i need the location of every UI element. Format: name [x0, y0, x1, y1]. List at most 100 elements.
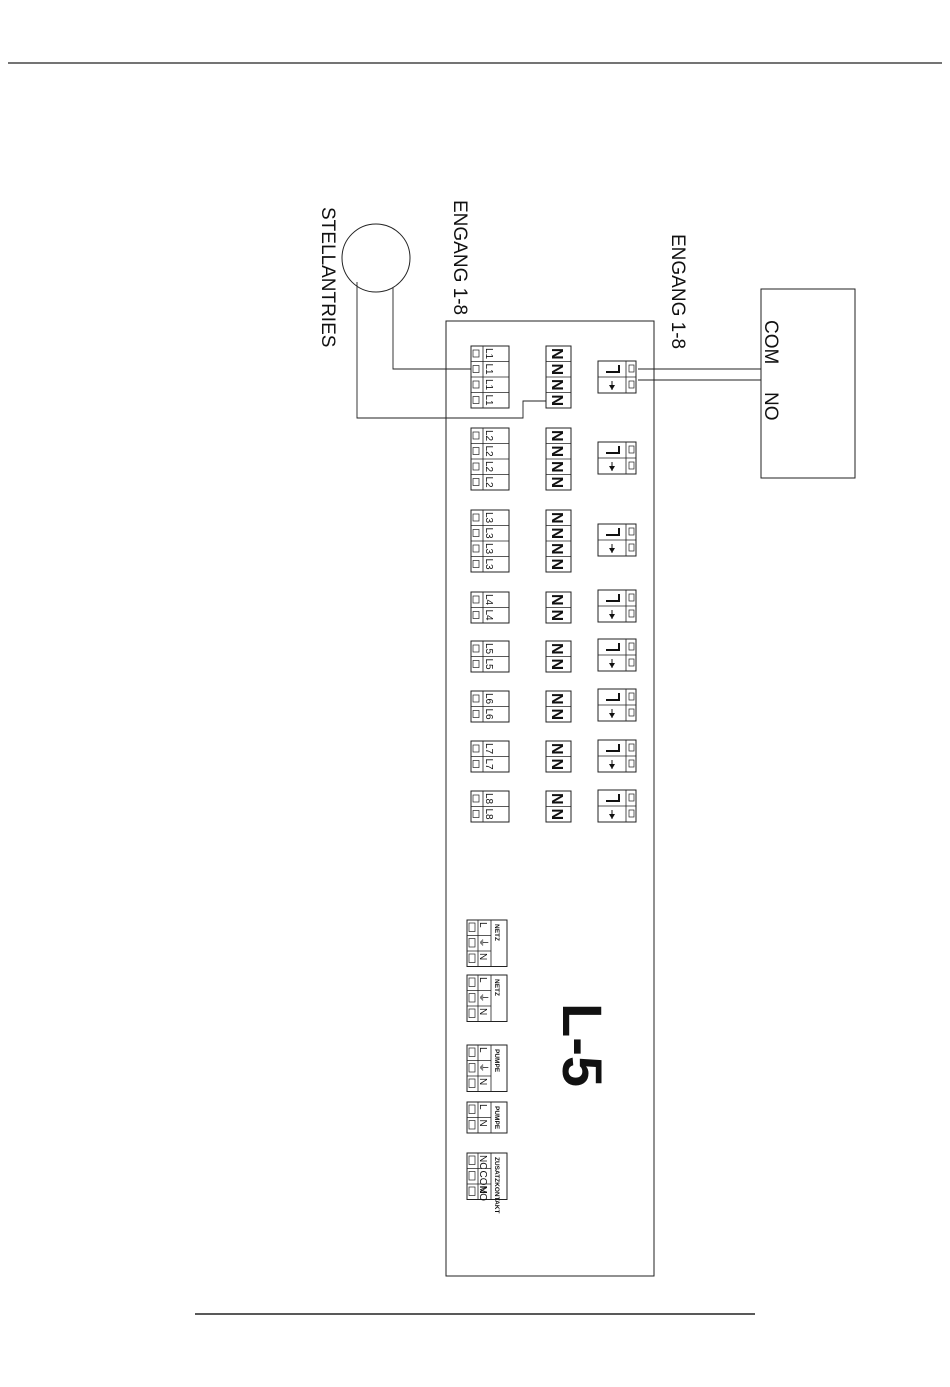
screw-icon [469, 1187, 475, 1196]
terminal-block-l8: L8L8 [471, 791, 509, 822]
screw-icon [473, 545, 479, 552]
screw-icon [473, 711, 479, 718]
screw-icon [629, 643, 634, 650]
power-block-title: PUMPE [493, 1106, 500, 1130]
output-block-4 [598, 590, 636, 622]
screw-icon [473, 530, 479, 537]
terminal-label: N [548, 709, 565, 721]
screw-icon [469, 923, 475, 932]
screw-icon [473, 661, 479, 668]
terminal-block-n4: NN [546, 592, 571, 623]
terminal-label: N [548, 743, 565, 755]
terminal-label: L5 [483, 659, 494, 671]
power-block-pumpe-2: LNPUMPE [467, 1102, 507, 1133]
screw-icon [629, 462, 634, 469]
terminal-label: ⏚ [477, 1063, 489, 1073]
terminal-label: L1 [483, 348, 494, 360]
power-block-title: NETZ [493, 924, 500, 941]
terminal-label: L3 [483, 543, 494, 555]
terminal-label: N [548, 430, 565, 442]
screw-icon [473, 561, 479, 568]
screw-icon [473, 514, 479, 521]
screw-icon [629, 810, 634, 817]
screw-icon [629, 528, 634, 535]
terminal-block-n7: NN [546, 741, 571, 772]
terminal-label: L4 [483, 594, 494, 606]
arrow-icon [609, 764, 615, 769]
external-contact-box [761, 289, 855, 478]
screw-icon [629, 446, 634, 453]
terminal-label: ⏚ [477, 938, 489, 948]
terminal-label: L3 [483, 528, 494, 540]
terminal-label: L6 [483, 709, 494, 721]
screw-icon [629, 659, 634, 666]
output-block-8 [598, 790, 636, 822]
terminal-label: N [548, 793, 565, 805]
terminal-label: N [548, 610, 565, 622]
screw-icon [469, 1009, 475, 1018]
screw-icon [473, 479, 479, 486]
terminal-label: N [548, 379, 565, 391]
screw-icon [629, 365, 634, 372]
terminal-label: N [548, 643, 565, 655]
terminal-label: L1 [483, 395, 494, 407]
terminal-label: N [548, 659, 565, 671]
terminal-label: N [548, 809, 565, 821]
screw-icon [473, 463, 479, 470]
terminal-block-n5: NN [546, 641, 571, 672]
terminal-label: N [477, 1120, 488, 1127]
terminal-label: N [548, 559, 565, 571]
terminal-label: N [548, 528, 565, 540]
output-block-1 [598, 361, 636, 393]
terminal-label: L4 [483, 610, 494, 622]
terminal-block-l7: L7L7 [471, 741, 509, 772]
model-label: L-5 [551, 1003, 614, 1087]
terminal-label: N [548, 461, 565, 473]
screw-icon [473, 612, 479, 619]
terminal-label: N [548, 543, 565, 555]
screw-icon [473, 432, 479, 439]
screw-icon [469, 954, 475, 963]
contact-icon [606, 365, 619, 372]
output-block-5 [598, 639, 636, 671]
arrow-icon [609, 385, 615, 390]
terminal-label: L1 [483, 364, 494, 376]
screw-icon [473, 596, 479, 603]
terminal-label: L6 [483, 693, 494, 705]
power-block-title: PUMPE [493, 1049, 500, 1073]
terminal-label: L8 [483, 793, 494, 805]
output-block-7 [598, 740, 636, 772]
screw-icon [473, 795, 479, 802]
input-label-left: ENGANG 1-8 [449, 200, 470, 315]
output-block-2 [598, 442, 636, 474]
screw-icon [629, 794, 634, 801]
input-label-right: ENGANG 1-8 [667, 234, 688, 349]
screw-icon [473, 745, 479, 752]
terminal-label: N [548, 512, 565, 524]
terminal-label: L2 [483, 430, 494, 442]
screw-icon [629, 744, 634, 751]
screw-icon [469, 1121, 475, 1130]
terminal-label: L3 [483, 512, 494, 524]
screw-icon [629, 760, 634, 767]
terminal-label: L2 [483, 461, 494, 473]
contact-icon [606, 744, 619, 751]
screw-icon [469, 1172, 475, 1181]
screw-icon [629, 693, 634, 700]
terminal-label: N [548, 395, 565, 407]
contact-icon [606, 528, 619, 535]
screw-icon [473, 645, 479, 652]
terminal-label: N [548, 759, 565, 771]
screw-icon [469, 978, 475, 987]
terminal-label: N [548, 477, 565, 489]
sensor-circle [342, 224, 410, 292]
terminal-label: L2 [483, 446, 494, 458]
